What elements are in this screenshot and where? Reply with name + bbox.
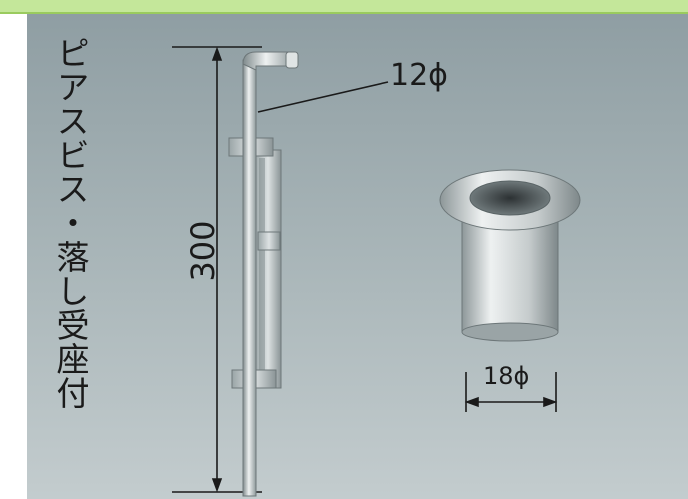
drop-bolt-icon — [228, 51, 299, 497]
floor-socket-icon — [439, 169, 581, 342]
rod-diameter-label: 12ϕ — [390, 58, 448, 93]
top-band — [0, 0, 688, 14]
length-label: 300 — [184, 220, 222, 282]
socket-diameter-label: 18ϕ — [483, 362, 530, 390]
rod-diameter-leader — [257, 81, 389, 113]
product-caption: ピアスビス・落し受座付 — [51, 36, 90, 410]
socket-diameter-dimension-line — [464, 372, 558, 412]
product-image-panel — [27, 14, 688, 499]
